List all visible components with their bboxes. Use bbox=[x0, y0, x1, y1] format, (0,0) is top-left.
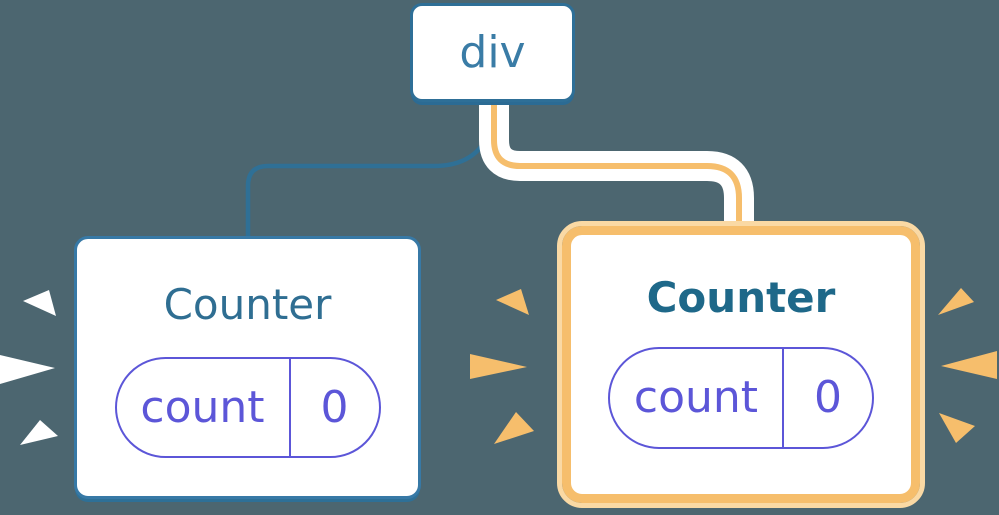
state-pill-value-section: 0 bbox=[291, 359, 379, 456]
burst-ray-icon bbox=[939, 413, 975, 443]
counter-card-left: Counter count 0 bbox=[74, 236, 421, 499]
burst-ray-icon bbox=[20, 420, 58, 445]
state-pill-value-section: 0 bbox=[784, 349, 872, 447]
counter-title: Counter bbox=[646, 273, 836, 322]
burst-ray-icon bbox=[938, 288, 974, 315]
render-burst-right-card-right bbox=[938, 288, 997, 443]
burst-ray-icon bbox=[0, 355, 55, 384]
render-burst-left-card bbox=[0, 290, 58, 445]
burst-ray-icon bbox=[470, 354, 527, 379]
render-burst-right-card-left bbox=[470, 289, 534, 444]
counter-title: Counter bbox=[163, 280, 332, 329]
state-pill-key-section: count bbox=[117, 359, 291, 456]
state-key-label: count bbox=[633, 372, 759, 423]
burst-ray-icon bbox=[941, 351, 997, 379]
burst-ray-icon bbox=[494, 412, 534, 444]
root-node-label: div bbox=[459, 26, 526, 78]
state-value-label: 0 bbox=[814, 372, 842, 423]
connector-highlight-line bbox=[491, 98, 742, 232]
state-pill: count 0 bbox=[608, 347, 874, 449]
connector-blue-line bbox=[245, 99, 497, 240]
burst-ray-icon bbox=[496, 289, 529, 315]
state-pill-key-section: count bbox=[610, 349, 784, 447]
state-key-label: count bbox=[140, 381, 265, 433]
state-value-label: 0 bbox=[320, 381, 349, 433]
root-div-node: div bbox=[410, 3, 575, 102]
burst-ray-icon bbox=[23, 290, 56, 316]
state-pill: count 0 bbox=[114, 357, 381, 458]
counter-card-right-highlighted: Counter count 0 bbox=[557, 221, 925, 508]
